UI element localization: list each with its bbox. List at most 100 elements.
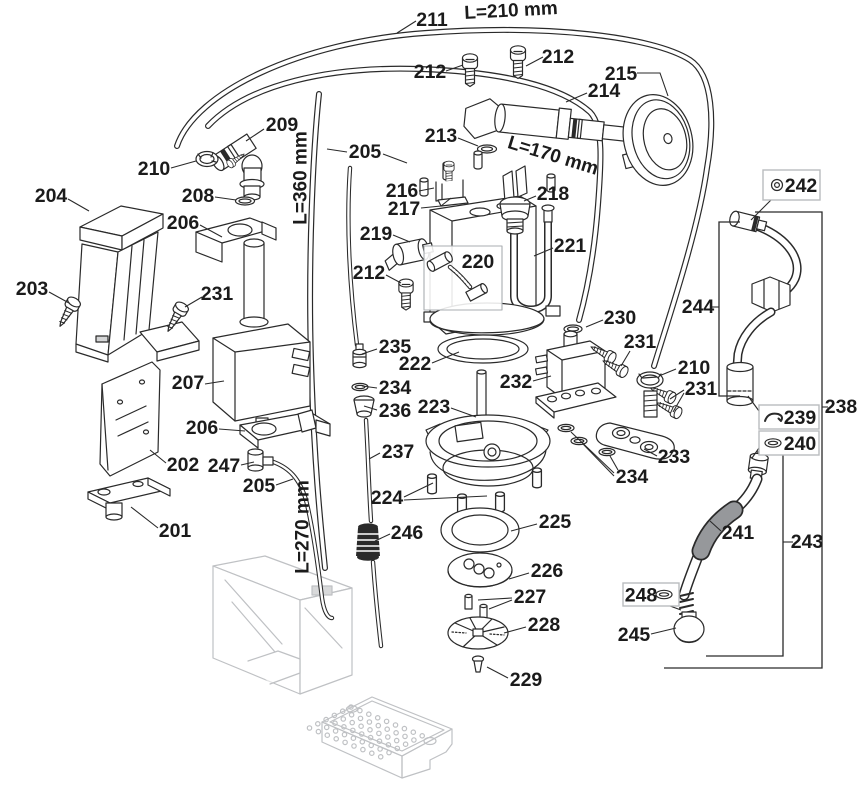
leader-line (396, 20, 417, 34)
label-text: 229 (510, 669, 543, 691)
label-text: L=360 mm (291, 131, 312, 224)
part-label-210: 210 (658, 357, 711, 379)
label-text: 230 (604, 307, 637, 329)
part-215-drawing (621, 94, 694, 186)
label-text: 244 (682, 296, 715, 318)
part-206b-drawing (239, 409, 331, 449)
part-label-227: 227 (477, 586, 546, 610)
label-text: 231 (624, 331, 657, 353)
part-234a-drawing (557, 423, 575, 433)
leader-line (361, 385, 378, 389)
leader-line (214, 196, 237, 201)
label-box (622, 582, 680, 607)
leader-line (450, 407, 477, 418)
label-text: 231 (201, 283, 234, 305)
part-label-232: 232 (500, 371, 552, 393)
label-text: 205 (243, 475, 276, 497)
part-label-201: 201 (130, 506, 191, 542)
part-label-212: 212 (414, 61, 464, 83)
leader-line (669, 389, 685, 400)
part-label-226: 226 (508, 560, 563, 582)
label-text: L=210 mm (464, 0, 558, 24)
leader-line (488, 599, 513, 610)
leader-line (361, 348, 378, 355)
part-label-230: 230 (585, 307, 637, 329)
leader-line (240, 461, 255, 466)
part-label-223: 223 (418, 396, 477, 418)
label-text: 242 (785, 175, 818, 197)
oring-icon (655, 589, 673, 600)
part-label-241: 241 (709, 520, 754, 544)
part-label-219: 219 (360, 223, 411, 245)
boxed-label-239: 239 (747, 395, 820, 430)
leader-line (363, 405, 378, 411)
part-223-drawing (425, 369, 551, 515)
label-text: 208 (182, 185, 215, 207)
leader-line (523, 195, 537, 202)
leader-line (445, 64, 464, 72)
label-text: 224 (371, 487, 404, 509)
part-244-drawing (726, 210, 802, 407)
leader-line (204, 380, 225, 385)
part-248-spring-drawing (679, 592, 694, 615)
part-label-229: 229 (486, 666, 543, 691)
label-text: 212 (542, 46, 575, 68)
label-text: 234 (379, 377, 412, 399)
part-220-fuse-drawing (423, 245, 503, 311)
leader-line (368, 452, 381, 460)
leader-line (275, 478, 294, 486)
label-text: 206 (167, 212, 200, 234)
label-text: 215 (605, 63, 638, 85)
label-text: 222 (399, 353, 432, 375)
part-label-234: 234 (361, 377, 412, 399)
part-243-drawing (673, 452, 769, 644)
label-text: 247 (208, 455, 241, 477)
label-text: 210 (678, 357, 711, 379)
label-text: 237 (382, 441, 415, 463)
part-label-212: 212 (353, 262, 402, 284)
part-label-202: 202 (149, 449, 200, 476)
leader-line (48, 291, 70, 304)
part-label-206: 206 (167, 212, 223, 238)
leader-line (643, 448, 658, 457)
leader-line (403, 482, 434, 498)
leader-line (570, 431, 615, 474)
part-label-205: 205 (243, 475, 294, 497)
part-204-drawing (75, 205, 200, 363)
part-246-drawing (355, 523, 381, 561)
part-229-drawing (471, 655, 485, 673)
label-text: 204 (35, 185, 68, 207)
drip-tray-drawing (306, 696, 453, 779)
label-text: 216 (386, 180, 419, 202)
leader-line (672, 392, 685, 413)
part-label-228: 228 (503, 614, 561, 636)
part-247-drawing (247, 448, 274, 472)
part-label-247: 247 (208, 455, 255, 477)
leader-line (374, 533, 391, 542)
label-text: 212 (353, 262, 386, 284)
part-label-235: 235 (361, 336, 411, 358)
leader-line (170, 160, 197, 169)
leader-line (431, 351, 460, 364)
leader-line (503, 626, 527, 634)
label-text: 212 (414, 61, 447, 83)
label-text: 232 (500, 371, 533, 393)
hose-205-top-drawing (205, 65, 604, 323)
leader-line (382, 153, 408, 164)
part-label-203: 203 (16, 278, 70, 304)
tube-237-drawing (363, 417, 384, 649)
label-text: 202 (167, 454, 200, 476)
part-232-drawing (534, 330, 617, 419)
part-label-231: 231 (669, 378, 717, 413)
label-text: 228 (528, 614, 561, 636)
parts-artwork (53, 27, 802, 779)
part-label-234: 234 (570, 431, 648, 488)
leader-line (418, 187, 435, 192)
leader-line (199, 224, 223, 238)
leader-line (620, 350, 631, 367)
leader-line (585, 319, 604, 328)
part-label-245: 245 (618, 624, 677, 646)
part-209-drawing (211, 133, 265, 201)
